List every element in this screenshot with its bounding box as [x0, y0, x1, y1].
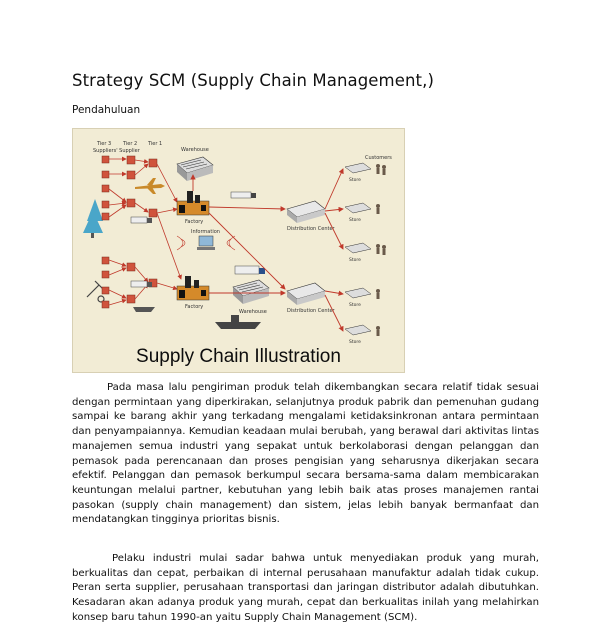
warehouse-icon-bottom: [232, 279, 270, 304]
truck-icon-middle-bottom: [234, 265, 265, 275]
customer-people-icons: [376, 164, 386, 336]
supply-chain-figure: Tier 3 Tier 2 Tier 1 Suppliers' Supplier: [72, 128, 405, 373]
tier2-label: Tier 2: [122, 141, 137, 147]
ship-icon-bottom: [215, 315, 261, 329]
warehouse-top-label: Warehouse: [181, 147, 209, 153]
suppliers-header-label: Suppliers' Supplier: [93, 148, 141, 154]
flow-arrows: [190, 168, 344, 332]
tier3-label: Tier 3: [96, 141, 111, 147]
store-label: Store: [349, 217, 361, 223]
information-label: Information: [191, 229, 220, 235]
store-label: Store: [349, 302, 361, 308]
factory-icon-bottom: [176, 276, 210, 301]
distribution-center-icon-bottom: [286, 282, 326, 305]
mining-icon: [86, 280, 105, 303]
warehouse-bottom-label: Warehouse: [239, 309, 267, 315]
store-icons: [344, 162, 372, 336]
factory-bottom-label: Factory: [185, 304, 203, 310]
paragraph-2: Pelaku industri mulai sadar bahwa untuk …: [72, 553, 539, 623]
document-title: Strategy SCM (Supply Chain Management,): [72, 71, 434, 90]
customers-label: Customers: [365, 155, 392, 161]
truck-icon-left-bottom: [130, 280, 152, 288]
supply-chain-diagram: Tier 3 Tier 2 Tier 1 Suppliers' Supplier: [83, 141, 392, 345]
warehouse-icon-top: [176, 156, 214, 181]
airplane-icon: [135, 178, 165, 194]
computer-icon: [197, 235, 215, 250]
distribution-bottom-label: Distribution Center: [287, 308, 336, 314]
store-label: Store: [349, 257, 361, 263]
ship-icon-left: [133, 307, 155, 312]
store-label: Store: [349, 177, 361, 183]
supplier-arrows: [108, 156, 182, 306]
factory-top-label: Factory: [185, 219, 203, 225]
paragraph-1: Pada masa lalu pengiriman produk telah d…: [72, 382, 539, 526]
section-heading: Pendahuluan: [72, 104, 141, 116]
store-label: Store: [349, 339, 361, 345]
figure-caption: Supply Chain Illustration: [136, 346, 341, 367]
tier1-label: Tier 1: [147, 141, 162, 147]
factory-icon-top: [176, 191, 210, 216]
truck-icon-middle-top: [230, 191, 256, 199]
distribution-center-icon-top: [286, 200, 326, 223]
distribution-top-label: Distribution Center: [287, 226, 336, 232]
tier3-supplier-boxes: [101, 155, 110, 309]
truck-icon-left-top: [130, 216, 152, 224]
tree-icon: [83, 199, 103, 238]
